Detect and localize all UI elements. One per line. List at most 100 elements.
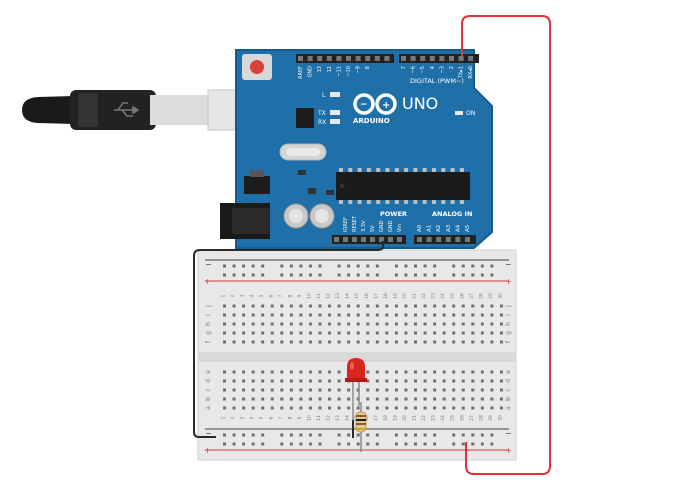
terminal-hole[interactable] bbox=[375, 313, 379, 317]
terminal-hole[interactable] bbox=[442, 406, 446, 410]
terminal-hole[interactable] bbox=[270, 406, 274, 410]
terminal-hole[interactable] bbox=[280, 388, 284, 392]
terminal-hole[interactable] bbox=[261, 340, 265, 344]
terminal-hole[interactable] bbox=[328, 331, 332, 335]
terminal-hole[interactable] bbox=[480, 370, 484, 374]
terminal-hole[interactable] bbox=[223, 388, 226, 392]
terminal-hole[interactable] bbox=[223, 322, 226, 326]
terminal-hole[interactable] bbox=[423, 313, 427, 317]
terminal-hole[interactable] bbox=[347, 397, 351, 401]
rail-hole[interactable] bbox=[299, 433, 303, 437]
terminal-hole[interactable] bbox=[251, 322, 255, 326]
terminal-hole[interactable] bbox=[471, 370, 475, 374]
rail-hole[interactable] bbox=[423, 273, 427, 277]
rail-hole[interactable] bbox=[366, 264, 370, 268]
rail-hole[interactable] bbox=[299, 442, 303, 446]
rail-hole[interactable] bbox=[261, 273, 265, 277]
terminal-hole[interactable] bbox=[270, 322, 274, 326]
terminal-hole[interactable] bbox=[385, 406, 389, 410]
terminal-hole[interactable] bbox=[223, 331, 226, 335]
terminal-hole[interactable] bbox=[289, 313, 293, 317]
terminal-hole[interactable] bbox=[366, 304, 370, 308]
rail-hole[interactable] bbox=[490, 442, 494, 446]
terminal-hole[interactable] bbox=[433, 370, 437, 374]
rail-hole[interactable] bbox=[480, 264, 484, 268]
terminal-hole[interactable] bbox=[299, 397, 303, 401]
terminal-hole[interactable] bbox=[328, 379, 332, 383]
terminal-hole[interactable] bbox=[337, 379, 341, 383]
terminal-hole[interactable] bbox=[232, 304, 236, 308]
terminal-hole[interactable] bbox=[480, 340, 484, 344]
terminal-hole[interactable] bbox=[433, 379, 437, 383]
black-wire-gnd-to-rail[interactable] bbox=[193, 241, 384, 438]
terminal-hole[interactable] bbox=[232, 406, 236, 410]
terminal-hole[interactable] bbox=[480, 379, 484, 383]
terminal-hole[interactable] bbox=[404, 331, 408, 335]
terminal-hole[interactable] bbox=[289, 370, 293, 374]
rail-hole[interactable] bbox=[404, 264, 408, 268]
terminal-hole[interactable] bbox=[452, 322, 456, 326]
digital-pin-socket[interactable] bbox=[384, 56, 390, 61]
digital-pin-socket[interactable] bbox=[449, 56, 454, 61]
rail-hole[interactable] bbox=[337, 433, 341, 437]
terminal-hole[interactable] bbox=[404, 322, 408, 326]
terminal-hole[interactable] bbox=[404, 304, 408, 308]
terminal-hole[interactable] bbox=[414, 322, 417, 326]
terminal-hole[interactable] bbox=[452, 379, 456, 383]
terminal-hole[interactable] bbox=[480, 397, 484, 401]
rail-hole[interactable] bbox=[461, 433, 465, 437]
terminal-hole[interactable] bbox=[242, 304, 246, 308]
terminal-hole[interactable] bbox=[299, 388, 303, 392]
terminal-hole[interactable] bbox=[375, 397, 379, 401]
terminal-hole[interactable] bbox=[461, 313, 465, 317]
terminal-hole[interactable] bbox=[232, 322, 236, 326]
terminal-hole[interactable] bbox=[394, 388, 398, 392]
terminal-hole[interactable] bbox=[232, 331, 236, 335]
terminal-hole[interactable] bbox=[280, 331, 284, 335]
terminal-hole[interactable] bbox=[270, 397, 274, 401]
terminal-hole[interactable] bbox=[328, 370, 332, 374]
terminal-hole[interactable] bbox=[375, 331, 379, 335]
terminal-hole[interactable] bbox=[385, 331, 389, 335]
terminal-hole[interactable] bbox=[385, 388, 389, 392]
terminal-hole[interactable] bbox=[261, 370, 265, 374]
terminal-hole[interactable] bbox=[280, 340, 284, 344]
terminal-hole[interactable] bbox=[423, 397, 427, 401]
breadboard-holes[interactable] bbox=[223, 264, 503, 446]
rail-hole[interactable] bbox=[423, 264, 427, 268]
terminal-hole[interactable] bbox=[223, 397, 226, 401]
rail-hole[interactable] bbox=[356, 273, 360, 277]
terminal-hole[interactable] bbox=[356, 406, 360, 410]
terminal-hole[interactable] bbox=[423, 406, 427, 410]
rail-hole[interactable] bbox=[308, 433, 312, 437]
rail-hole[interactable] bbox=[433, 433, 437, 437]
rail-hole[interactable] bbox=[471, 433, 475, 437]
digital-pin-socket[interactable] bbox=[326, 56, 332, 61]
terminal-hole[interactable] bbox=[414, 379, 417, 383]
terminal-hole[interactable] bbox=[375, 304, 379, 308]
terminal-hole[interactable] bbox=[442, 397, 446, 401]
rail-hole[interactable] bbox=[394, 273, 398, 277]
terminal-hole[interactable] bbox=[251, 379, 255, 383]
rail-hole[interactable] bbox=[308, 442, 312, 446]
rail-hole[interactable] bbox=[347, 442, 351, 446]
terminal-hole[interactable] bbox=[308, 331, 312, 335]
terminal-hole[interactable] bbox=[490, 340, 494, 344]
terminal-hole[interactable] bbox=[232, 340, 236, 344]
rail-hole[interactable] bbox=[394, 264, 398, 268]
terminal-hole[interactable] bbox=[375, 379, 379, 383]
terminal-hole[interactable] bbox=[375, 370, 379, 374]
terminal-hole[interactable] bbox=[461, 340, 465, 344]
analog-pin-socket[interactable] bbox=[465, 237, 470, 242]
rail-hole[interactable] bbox=[490, 273, 494, 277]
terminal-hole[interactable] bbox=[404, 397, 408, 401]
terminal-hole[interactable] bbox=[318, 406, 322, 410]
terminal-hole[interactable] bbox=[461, 388, 465, 392]
rail-hole[interactable] bbox=[289, 433, 293, 437]
terminal-hole[interactable] bbox=[490, 379, 494, 383]
rail-hole[interactable] bbox=[337, 442, 341, 446]
terminal-hole[interactable] bbox=[442, 322, 446, 326]
terminal-hole[interactable] bbox=[394, 370, 398, 374]
terminal-hole[interactable] bbox=[270, 331, 274, 335]
